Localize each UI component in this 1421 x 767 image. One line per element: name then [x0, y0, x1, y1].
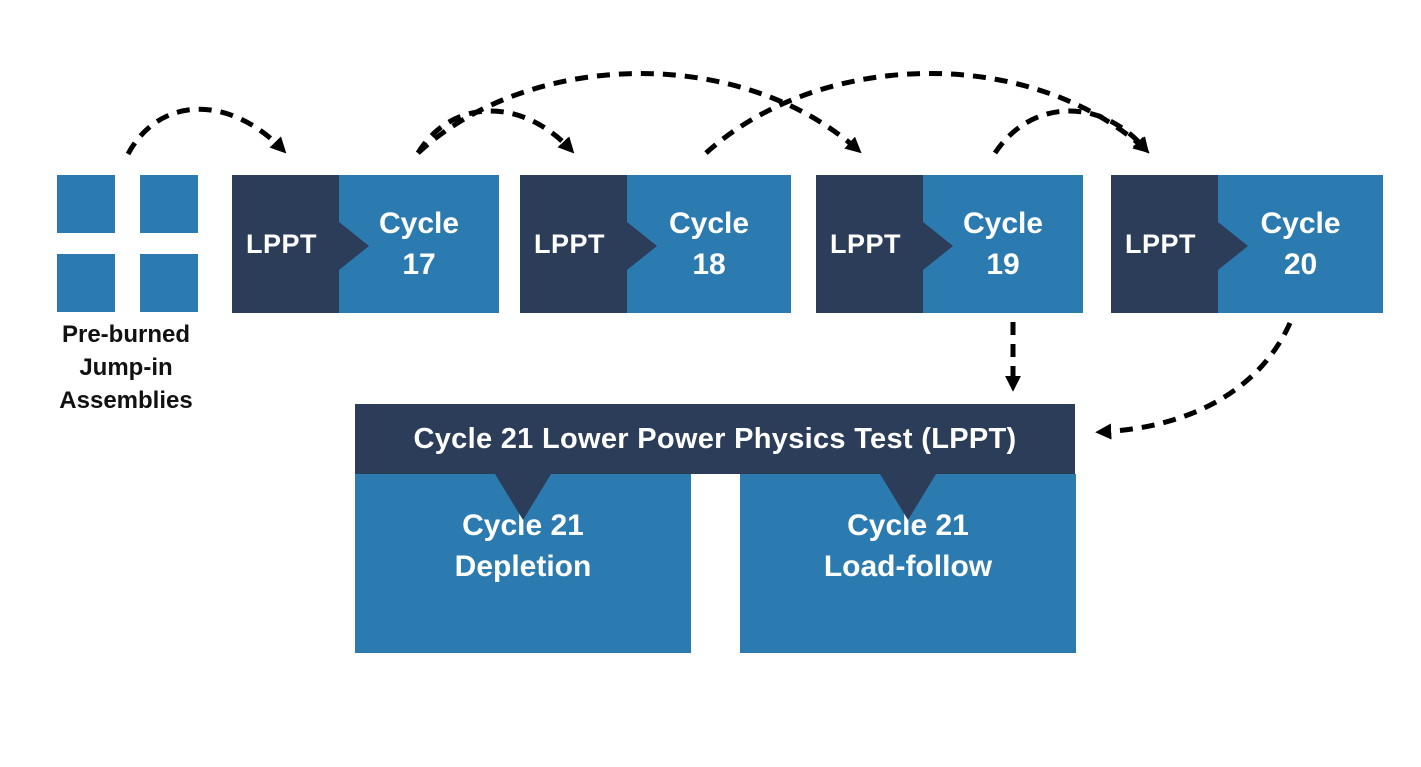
banner-title: Cycle 21 Lower Power Physics Test (LPPT) [413, 422, 1017, 455]
assembly-square [57, 175, 115, 233]
dashed-arrow-19-to-20 [992, 108, 1150, 155]
lppt-pointer-arrow [627, 222, 657, 270]
lppt-label: LPPT [534, 228, 606, 259]
cycle-word: Cycle [378, 207, 460, 240]
assembly-square [57, 254, 115, 312]
cycle-19-lppt-box: LPPT [816, 175, 923, 313]
cycle-18-block: Cycle 18 LPPT [520, 175, 791, 313]
dashed-arrow-preburned-to-17 [125, 106, 287, 156]
lppt-pointer-arrow [1218, 222, 1248, 270]
cycle-number: 19 [986, 248, 1020, 281]
cycle-word: Cycle [962, 207, 1044, 240]
cycle-19-block: Cycle 19 LPPT [816, 175, 1083, 313]
lppt-label: LPPT [246, 228, 318, 259]
pre-burned-label: Pre-burned Jump-in Assemblies [40, 318, 212, 417]
cycle-20-lppt-box: LPPT [1111, 175, 1218, 313]
banner-pointer-arrow [495, 474, 551, 520]
cycle-word: Cycle [1260, 207, 1341, 240]
lppt-label: LPPT [1125, 228, 1197, 259]
cycle-number: 17 [402, 248, 436, 281]
cycle-17-lppt-box: LPPT [232, 175, 339, 313]
cycle-number: 18 [692, 248, 726, 281]
pre-burned-label-line: Assemblies [59, 387, 193, 414]
lppt-pointer-arrow [923, 222, 953, 270]
cycle-21-lppt-banner: Cycle 21 Lower Power Physics Test (LPPT) [355, 404, 1075, 474]
lppt-pointer-arrow [339, 222, 369, 270]
outcome-line: Depletion [454, 549, 592, 583]
outcome-line: Load-follow [823, 549, 993, 583]
pre-burned-label-line: Jump-in [79, 354, 173, 381]
assembly-square [140, 254, 198, 312]
dashed-arrow-17-to-19 [416, 71, 862, 155]
pre-burned-label-line: Pre-burned [61, 321, 190, 348]
cycle-word: Cycle [668, 207, 750, 240]
cycle-18-lppt-box: LPPT [520, 175, 627, 313]
banner-pointer-arrow [880, 474, 936, 520]
dashed-arrow-20-to-lppt21 [1095, 321, 1293, 440]
assembly-square [140, 175, 198, 233]
cycle-17-block: Cycle 17 LPPT [232, 175, 499, 313]
cycle-20-block: Cycle 20 LPPT [1111, 175, 1383, 313]
lppt-label: LPPT [830, 228, 902, 259]
cycle-number: 20 [1283, 248, 1318, 281]
